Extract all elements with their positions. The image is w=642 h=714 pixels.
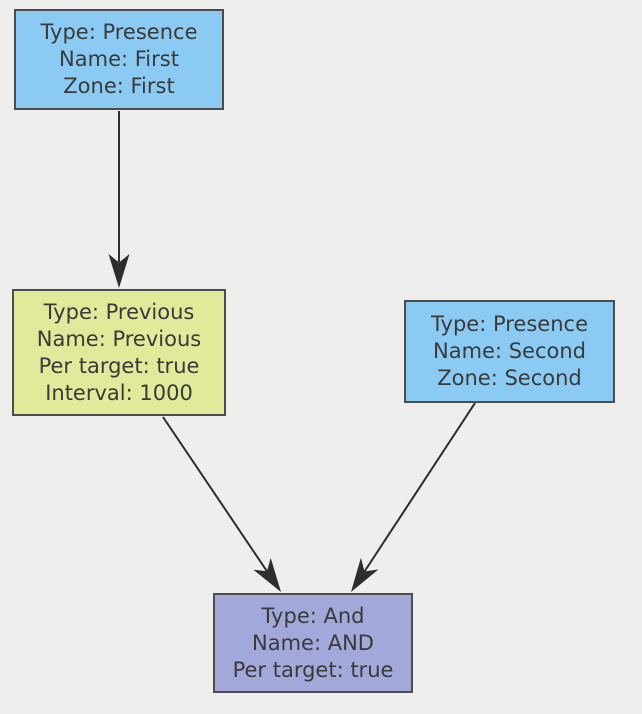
- edge-first-to-previous: [108, 111, 130, 288]
- node-line-name: Name: Second: [433, 339, 586, 363]
- node-line-type: Type: Previous: [43, 299, 195, 324]
- node-line-per-target: Per target: true: [232, 657, 394, 682]
- node-line-type: Type: Presence: [430, 312, 588, 336]
- node-line-name: Name: First: [59, 47, 179, 71]
- node-and: Type: And Name: AND Per target: true: [213, 593, 413, 693]
- node-line-name: Name: AND: [252, 630, 374, 655]
- node-previous: Type: Previous Name: Previous Per target…: [12, 289, 226, 416]
- node-line-interval: Interval: 1000: [45, 380, 193, 405]
- node-line-zone: Zone: Second: [437, 366, 582, 390]
- node-line-per-target: Per target: true: [38, 353, 200, 378]
- edge-previous-to-and: [162, 416, 281, 592]
- node-line-zone: Zone: First: [63, 74, 175, 98]
- node-line-name: Name: Previous: [36, 326, 202, 351]
- node-presence-second: Type: Presence Name: Second Zone: Second: [404, 300, 615, 403]
- edge-second-to-and: [351, 402, 476, 592]
- node-presence-first: Type: Presence Name: First Zone: First: [14, 9, 224, 110]
- node-line-type: Type: And: [261, 603, 365, 628]
- node-line-type: Type: Presence: [40, 20, 198, 44]
